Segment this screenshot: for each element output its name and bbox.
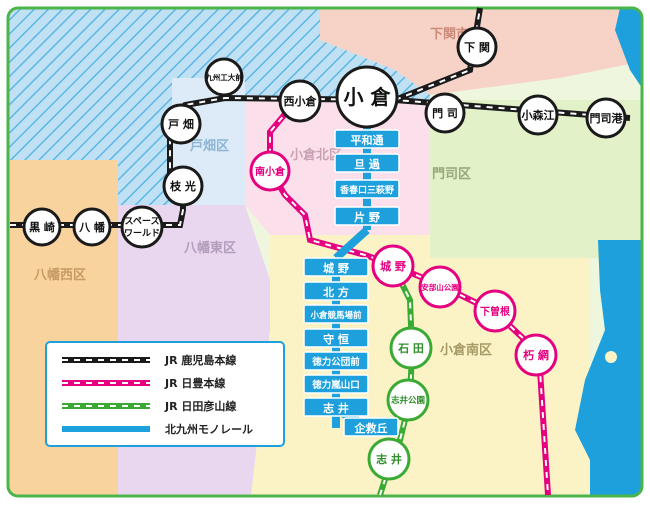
label-shimonoseki: 下 関 bbox=[464, 41, 490, 54]
region-sea-east bbox=[575, 240, 642, 496]
label-yahata: 八 幡 bbox=[78, 220, 106, 234]
station-shiikoen[interactable]: 志井公園 bbox=[386, 378, 430, 422]
district-tobata: 戸畑区 bbox=[190, 139, 229, 154]
label-katano: 片 野 bbox=[354, 210, 380, 224]
region-moji bbox=[430, 100, 642, 258]
station-komorie[interactable]: 小森江 bbox=[517, 94, 559, 136]
label-tokuriki-kodanmae: 徳力公団前 bbox=[311, 356, 360, 368]
label-kokura: 小 倉 bbox=[344, 85, 392, 109]
label-moritsune: 守 恒 bbox=[323, 332, 349, 346]
label-shii-jr: 志 井 bbox=[376, 452, 402, 466]
monorail-station-kikugaoka[interactable]: 企救丘 bbox=[343, 417, 399, 437]
station-shimonoseki[interactable]: 下 関 bbox=[456, 26, 498, 68]
legend-label-nippo: JR 日豊本線 bbox=[164, 376, 225, 390]
label-mojiko: 門司港 bbox=[590, 111, 624, 125]
station-edamitsu[interactable]: 枝 光 bbox=[162, 165, 204, 207]
district-kokurakita: 小倉北区 bbox=[290, 147, 342, 163]
label-spaceworld-1: スペース bbox=[125, 216, 160, 227]
legend-item-hitahikosan: JR 日田彦山線 bbox=[62, 399, 236, 413]
kagoshima-stations: 黒 崎 八 幡 スペース ワールド 枝 光 戸 畑 九州工大前 西小倉 bbox=[22, 26, 627, 249]
station-tobata[interactable]: 戸 畑 bbox=[160, 103, 202, 145]
label-shiikoen: 志井公園 bbox=[391, 395, 425, 406]
label-moji: 門 司 bbox=[432, 107, 458, 120]
station-shii-jr[interactable]: 志 井 bbox=[367, 437, 411, 481]
station-minamikokura[interactable]: 南小倉 bbox=[249, 150, 291, 192]
monorail-station-tanga[interactable]: 旦 過 bbox=[334, 153, 400, 173]
label-abeyamakoen: 安部山公園 bbox=[421, 282, 459, 292]
station-jono-jr[interactable]: 城 野 bbox=[371, 244, 415, 288]
label-edamitsu: 枝 光 bbox=[169, 179, 196, 193]
station-yahata[interactable]: 八 幡 bbox=[72, 207, 112, 247]
label-tobata: 戸 畑 bbox=[168, 118, 194, 131]
monorail-station-tokuriki-arashiyamaguchi[interactable]: 徳力嵐山口 bbox=[303, 374, 369, 394]
map-border bbox=[6, 6, 644, 498]
station-spaceworld[interactable]: スペース ワールド bbox=[120, 205, 164, 249]
label-shii-monorail: 志 井 bbox=[323, 401, 349, 415]
monorail-station-kokura-keibajomae[interactable]: 小倉競馬場前 bbox=[303, 304, 369, 324]
station-kokura[interactable]: 小 倉 bbox=[335, 65, 399, 129]
label-kyushu-kodaimae: 九州工大前 bbox=[204, 72, 243, 82]
station-mojiko[interactable]: 門司港 bbox=[585, 97, 627, 139]
station-kyushu-kodaimae[interactable]: 九州工大前 bbox=[204, 57, 244, 97]
label-minamikokura: 南小倉 bbox=[255, 165, 286, 178]
map-island-dot bbox=[605, 351, 617, 363]
label-spaceworld-2: ワールド bbox=[124, 228, 160, 239]
hitahikosan-stations: 石 田 志井公園 志 井 bbox=[367, 326, 433, 481]
legend-item-monorail: 北九州モノレール bbox=[62, 422, 253, 436]
region-sea-hatched bbox=[8, 8, 430, 205]
monorail-station-shii[interactable]: 志 井 bbox=[303, 397, 369, 417]
label-heiwadori: 平和通 bbox=[351, 133, 384, 147]
legend: JR 鹿児島本線 JR 日豊本線 JR 日田彦山線 北九州モノレール bbox=[45, 341, 285, 447]
monorail-station-tokuriki-kodanmae[interactable]: 徳力公団前 bbox=[303, 351, 369, 371]
station-kurosaki[interactable]: 黒 崎 bbox=[22, 207, 62, 247]
station-moji[interactable]: 門 司 bbox=[424, 92, 466, 134]
legend-item-nippo: JR 日豊本線 bbox=[62, 376, 225, 390]
monorail-station-heiwadori[interactable]: 平和通 bbox=[334, 129, 400, 149]
legend-label-hitahikosan: JR 日田彦山線 bbox=[164, 399, 236, 413]
label-komorie: 小森江 bbox=[521, 108, 555, 122]
monorail-station-moritsune[interactable]: 守 恒 bbox=[303, 328, 369, 348]
label-shimosone: 下曽根 bbox=[480, 305, 510, 318]
monorail-station-kitagata[interactable]: 北 方 bbox=[303, 281, 369, 301]
label-tanga: 旦 過 bbox=[354, 157, 381, 171]
label-kawaraguchi-mihagino: 香春口三萩野 bbox=[339, 184, 394, 196]
district-kokuraminami: 小倉南区 bbox=[440, 342, 492, 358]
label-kurosaki: 黒 崎 bbox=[29, 220, 55, 234]
legend-label-kagoshima: JR 鹿児島本線 bbox=[164, 353, 236, 367]
monorail-stations: 平和通 旦 過 香春口三萩野 片 野 城 野 北 方 小倉競馬場前 守 恒 bbox=[303, 129, 400, 437]
monorail-station-katano[interactable]: 片 野 bbox=[334, 206, 400, 226]
district-yahatahigashi: 八幡東区 bbox=[183, 240, 236, 256]
label-tokuriki-arashiyamaguchi: 徳力嵐山口 bbox=[311, 379, 360, 391]
station-nishikokura[interactable]: 西小倉 bbox=[278, 79, 322, 123]
district-moji: 門司区 bbox=[432, 167, 471, 182]
monorail-station-kawaraguchi-mihagino[interactable]: 香春口三萩野 bbox=[334, 179, 400, 199]
label-ishida: 石 田 bbox=[397, 342, 424, 355]
station-shimosone[interactable]: 下曽根 bbox=[473, 289, 517, 333]
label-kitagata: 北 方 bbox=[323, 285, 349, 299]
label-kikugaoka: 企救丘 bbox=[354, 421, 388, 435]
legend-item-kagoshima: JR 鹿児島本線 bbox=[62, 353, 236, 367]
label-jono-jr: 城 野 bbox=[380, 259, 406, 273]
label-kokura-keibajomae: 小倉競馬場前 bbox=[309, 310, 362, 321]
district-yahatanishi: 八幡西区 bbox=[33, 267, 86, 283]
station-kusami[interactable]: 朽 網 bbox=[514, 333, 558, 377]
label-jono-monorail: 城 野 bbox=[323, 261, 349, 275]
station-abeyamakoen[interactable]: 安部山公園 bbox=[418, 265, 462, 309]
monorail-station-jono[interactable]: 城 野 bbox=[303, 257, 369, 277]
station-ishida[interactable]: 石 田 bbox=[389, 326, 433, 370]
legend-box bbox=[45, 341, 285, 447]
label-kusami: 朽 網 bbox=[523, 348, 549, 362]
nippo-stations: 南小倉 城 野 安部山公園 下曽根 朽 網 bbox=[249, 150, 558, 377]
legend-label-monorail: 北九州モノレール bbox=[165, 422, 253, 436]
label-nishikokura: 西小倉 bbox=[284, 94, 318, 108]
